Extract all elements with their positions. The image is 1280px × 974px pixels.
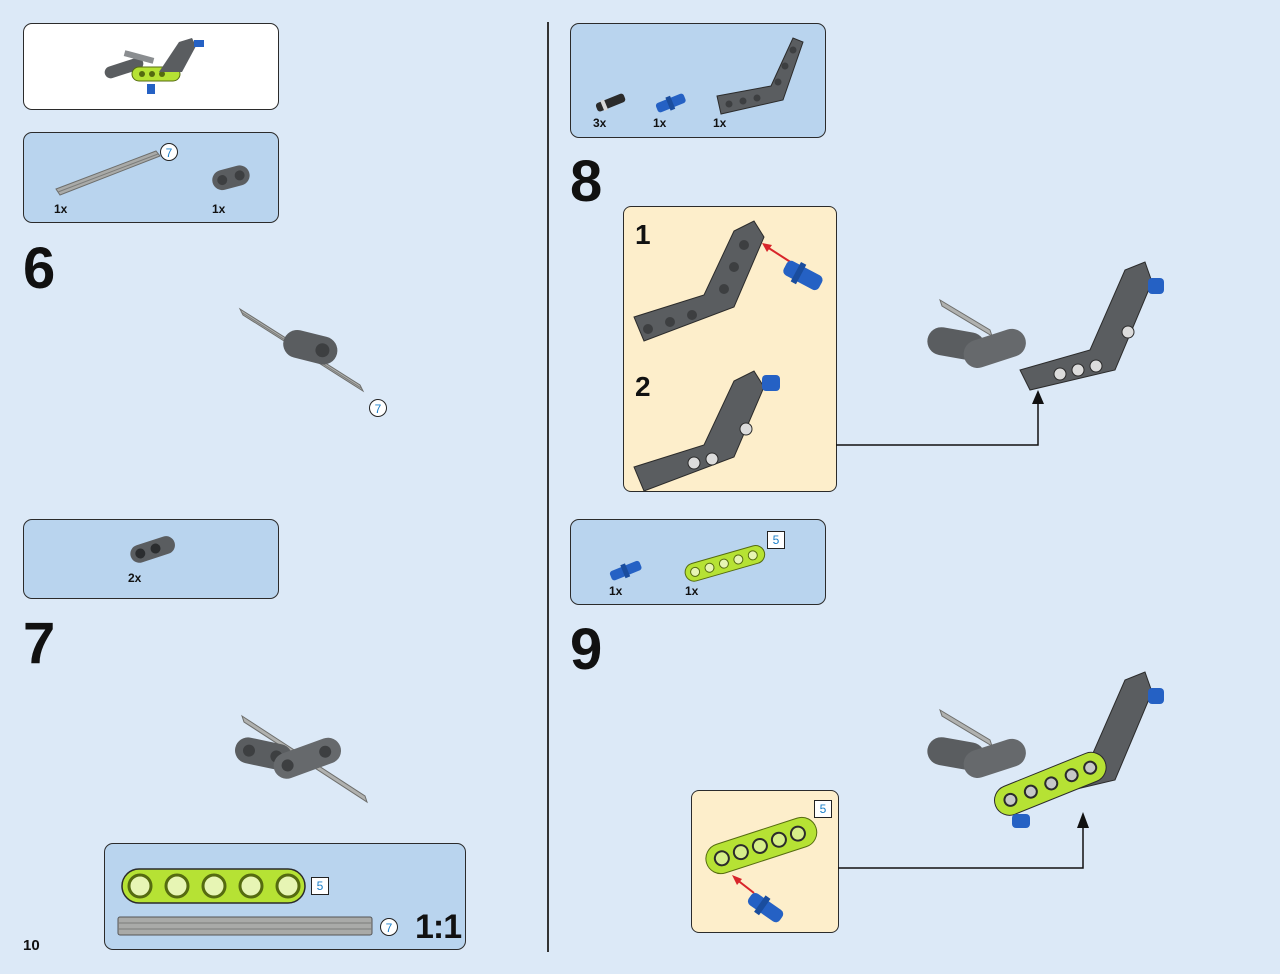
step-7-assembly-icon xyxy=(235,714,368,804)
step-8-sub-assembly-box: 1 2 xyxy=(623,206,837,492)
parts-list-step-6: 7 1x 1x xyxy=(23,132,279,223)
qty-black-pin: 3x xyxy=(593,116,607,130)
qty-lime-beam: 1x xyxy=(685,584,699,598)
qty-beam-connector: 1x xyxy=(212,202,226,216)
step-9-arrow xyxy=(838,812,1089,869)
lime-beam-icon xyxy=(684,545,766,582)
step-6-axle-length-callout: 7 xyxy=(369,399,387,417)
step-8-arrow xyxy=(836,390,1044,446)
beam-length-label: 5 xyxy=(311,877,329,895)
page-divider xyxy=(547,22,549,952)
angled-beam-icon xyxy=(716,37,804,115)
lime-beam-length-label: 5 xyxy=(767,531,785,549)
substep-1-icon xyxy=(633,220,823,342)
step-8-assembly-icon xyxy=(927,261,1164,391)
qty-axle: 1x xyxy=(54,202,68,216)
submodel-preview-icon xyxy=(104,38,204,94)
qty-blue-axle-pin: 1x xyxy=(653,116,667,130)
beam-connector-icon xyxy=(130,536,175,563)
parts-list-step-8: 3x 1x 1x xyxy=(570,23,826,138)
axle-7-scale-icon xyxy=(117,916,373,936)
beam-connector-icon xyxy=(212,165,250,191)
qty-beam-connector: 2x xyxy=(128,571,142,585)
blue-axle-pin-icon xyxy=(655,93,686,113)
qty-angled-beam: 1x xyxy=(713,116,727,130)
substep-1: 1 xyxy=(635,219,651,250)
step-number-6: 6 xyxy=(23,236,56,301)
black-pin-icon xyxy=(595,93,626,112)
step-9-sub-assembly-box: 5 xyxy=(691,790,839,933)
step-number-9: 9 xyxy=(570,617,603,682)
scale-label: 1:1 xyxy=(415,908,462,946)
axle-length-label: 7 xyxy=(380,918,398,936)
page-number: 10 xyxy=(23,937,40,954)
step-6-assembly-icon xyxy=(238,307,365,393)
blue-axle-pin-icon xyxy=(609,560,642,581)
parts-list-step-9: 5 1x 1x xyxy=(570,519,826,605)
lime-beam-5-icon xyxy=(121,868,306,904)
step-number-8: 8 xyxy=(570,149,603,214)
substep-2-icon xyxy=(633,370,780,492)
step-9-assembly-icon xyxy=(927,671,1164,828)
axle-length-callout: 7 xyxy=(160,143,178,161)
scale-reference-box: 5 7 1:1 xyxy=(104,843,466,950)
step-9-beam-length-label: 5 xyxy=(814,800,832,818)
substep-2: 2 xyxy=(635,371,651,402)
qty-blue-axle-pin: 1x xyxy=(609,584,623,598)
step-9-sub-icon xyxy=(705,816,818,923)
parts-list-step-7: 2x xyxy=(23,519,279,599)
submodel-preview-box xyxy=(23,23,279,110)
step-number-7: 7 xyxy=(23,611,56,676)
